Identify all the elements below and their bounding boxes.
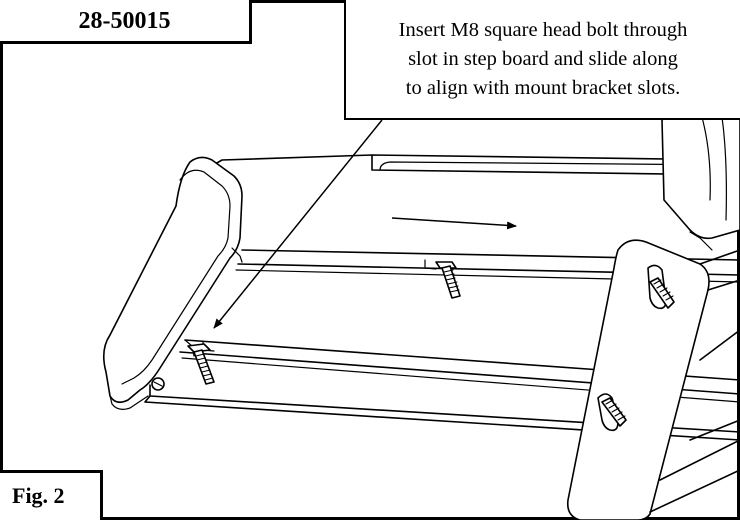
step-board [144,154,740,441]
instruction-line-3: to align with mount bracket slots. [405,77,681,99]
square-head-bolt-2 [187,343,215,385]
figure-label: Fig. 2 [0,470,103,520]
bracket-bolt-lower [601,397,627,427]
instruction-line-2: slot in step board and slide along [408,48,678,70]
end-cap [102,156,243,410]
bracket-post [661,99,740,251]
instruction-callout: Insert M8 square head bolt through slot … [344,0,740,120]
instruction-line-1: Insert M8 square head bolt through [398,19,688,41]
mount-bracket [566,239,740,520]
bracket-bolt-upper [649,277,675,309]
bracket-arm [659,329,740,481]
slide-direction-arrow [391,217,517,230]
square-head-bolt-1 [435,261,461,299]
screw-head [151,377,165,391]
callout-leader-arrow [213,119,383,329]
part-number-box: 28-50015 [0,0,252,44]
